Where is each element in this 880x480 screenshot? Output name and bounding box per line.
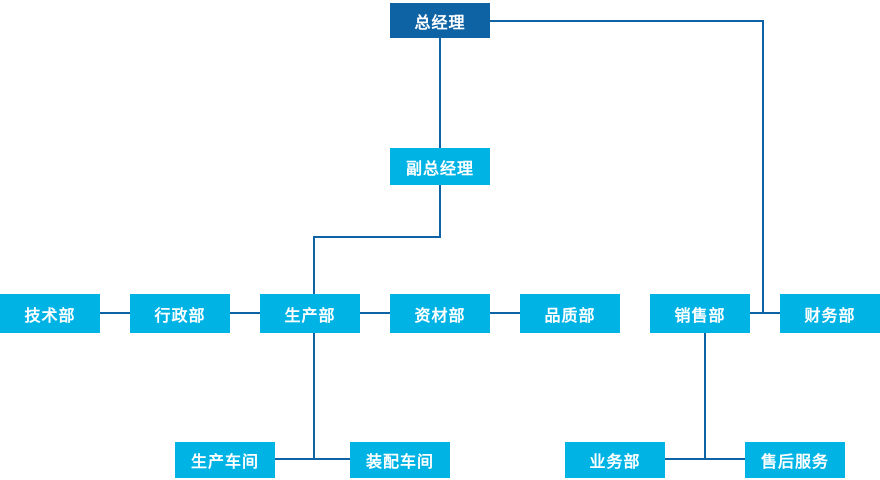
connector-deputy-elbow-horizontal: [313, 236, 441, 238]
org-node-production-workshop: 生产车间: [175, 442, 275, 478]
connector-right-drop-vertical: [762, 20, 764, 314]
org-node-general-manager: 总经理: [390, 3, 490, 38]
connector-workshops-horizontal: [275, 458, 350, 460]
org-node-sales-dept: 销售部: [650, 294, 750, 333]
connector-elbow-to-production-vertical: [313, 236, 315, 294]
org-node-business-dept: 业务部: [565, 442, 665, 478]
org-node-administration-dept: 行政部: [130, 294, 230, 333]
connector-sales-down-vertical: [704, 333, 706, 460]
org-node-quality-dept: 品质部: [520, 294, 620, 333]
connector-admin-production-horizontal: [230, 312, 260, 314]
connector-production-down-vertical: [313, 333, 315, 460]
org-node-production-dept: 生产部: [260, 294, 360, 333]
connector-sales-finance-horizontal: [750, 312, 780, 314]
org-node-technology-dept: 技术部: [0, 294, 100, 333]
connector-materials-quality-horizontal: [490, 312, 520, 314]
org-node-materials-dept: 资材部: [390, 294, 490, 333]
connector-gm-to-deputy-vertical: [439, 38, 441, 148]
connector-deputy-down-vertical: [439, 185, 441, 238]
connector-production-materials-horizontal: [360, 312, 390, 314]
connector-business-aftersales-horizontal: [665, 458, 745, 460]
org-node-assembly-workshop: 装配车间: [350, 442, 450, 478]
org-node-after-sales-service: 售后服务: [745, 442, 845, 478]
org-node-finance-dept: 财务部: [780, 294, 880, 333]
org-node-deputy-general-manager: 副总经理: [390, 148, 490, 185]
connector-tech-admin-horizontal: [100, 312, 130, 314]
connector-gm-right-horizontal: [490, 20, 764, 22]
